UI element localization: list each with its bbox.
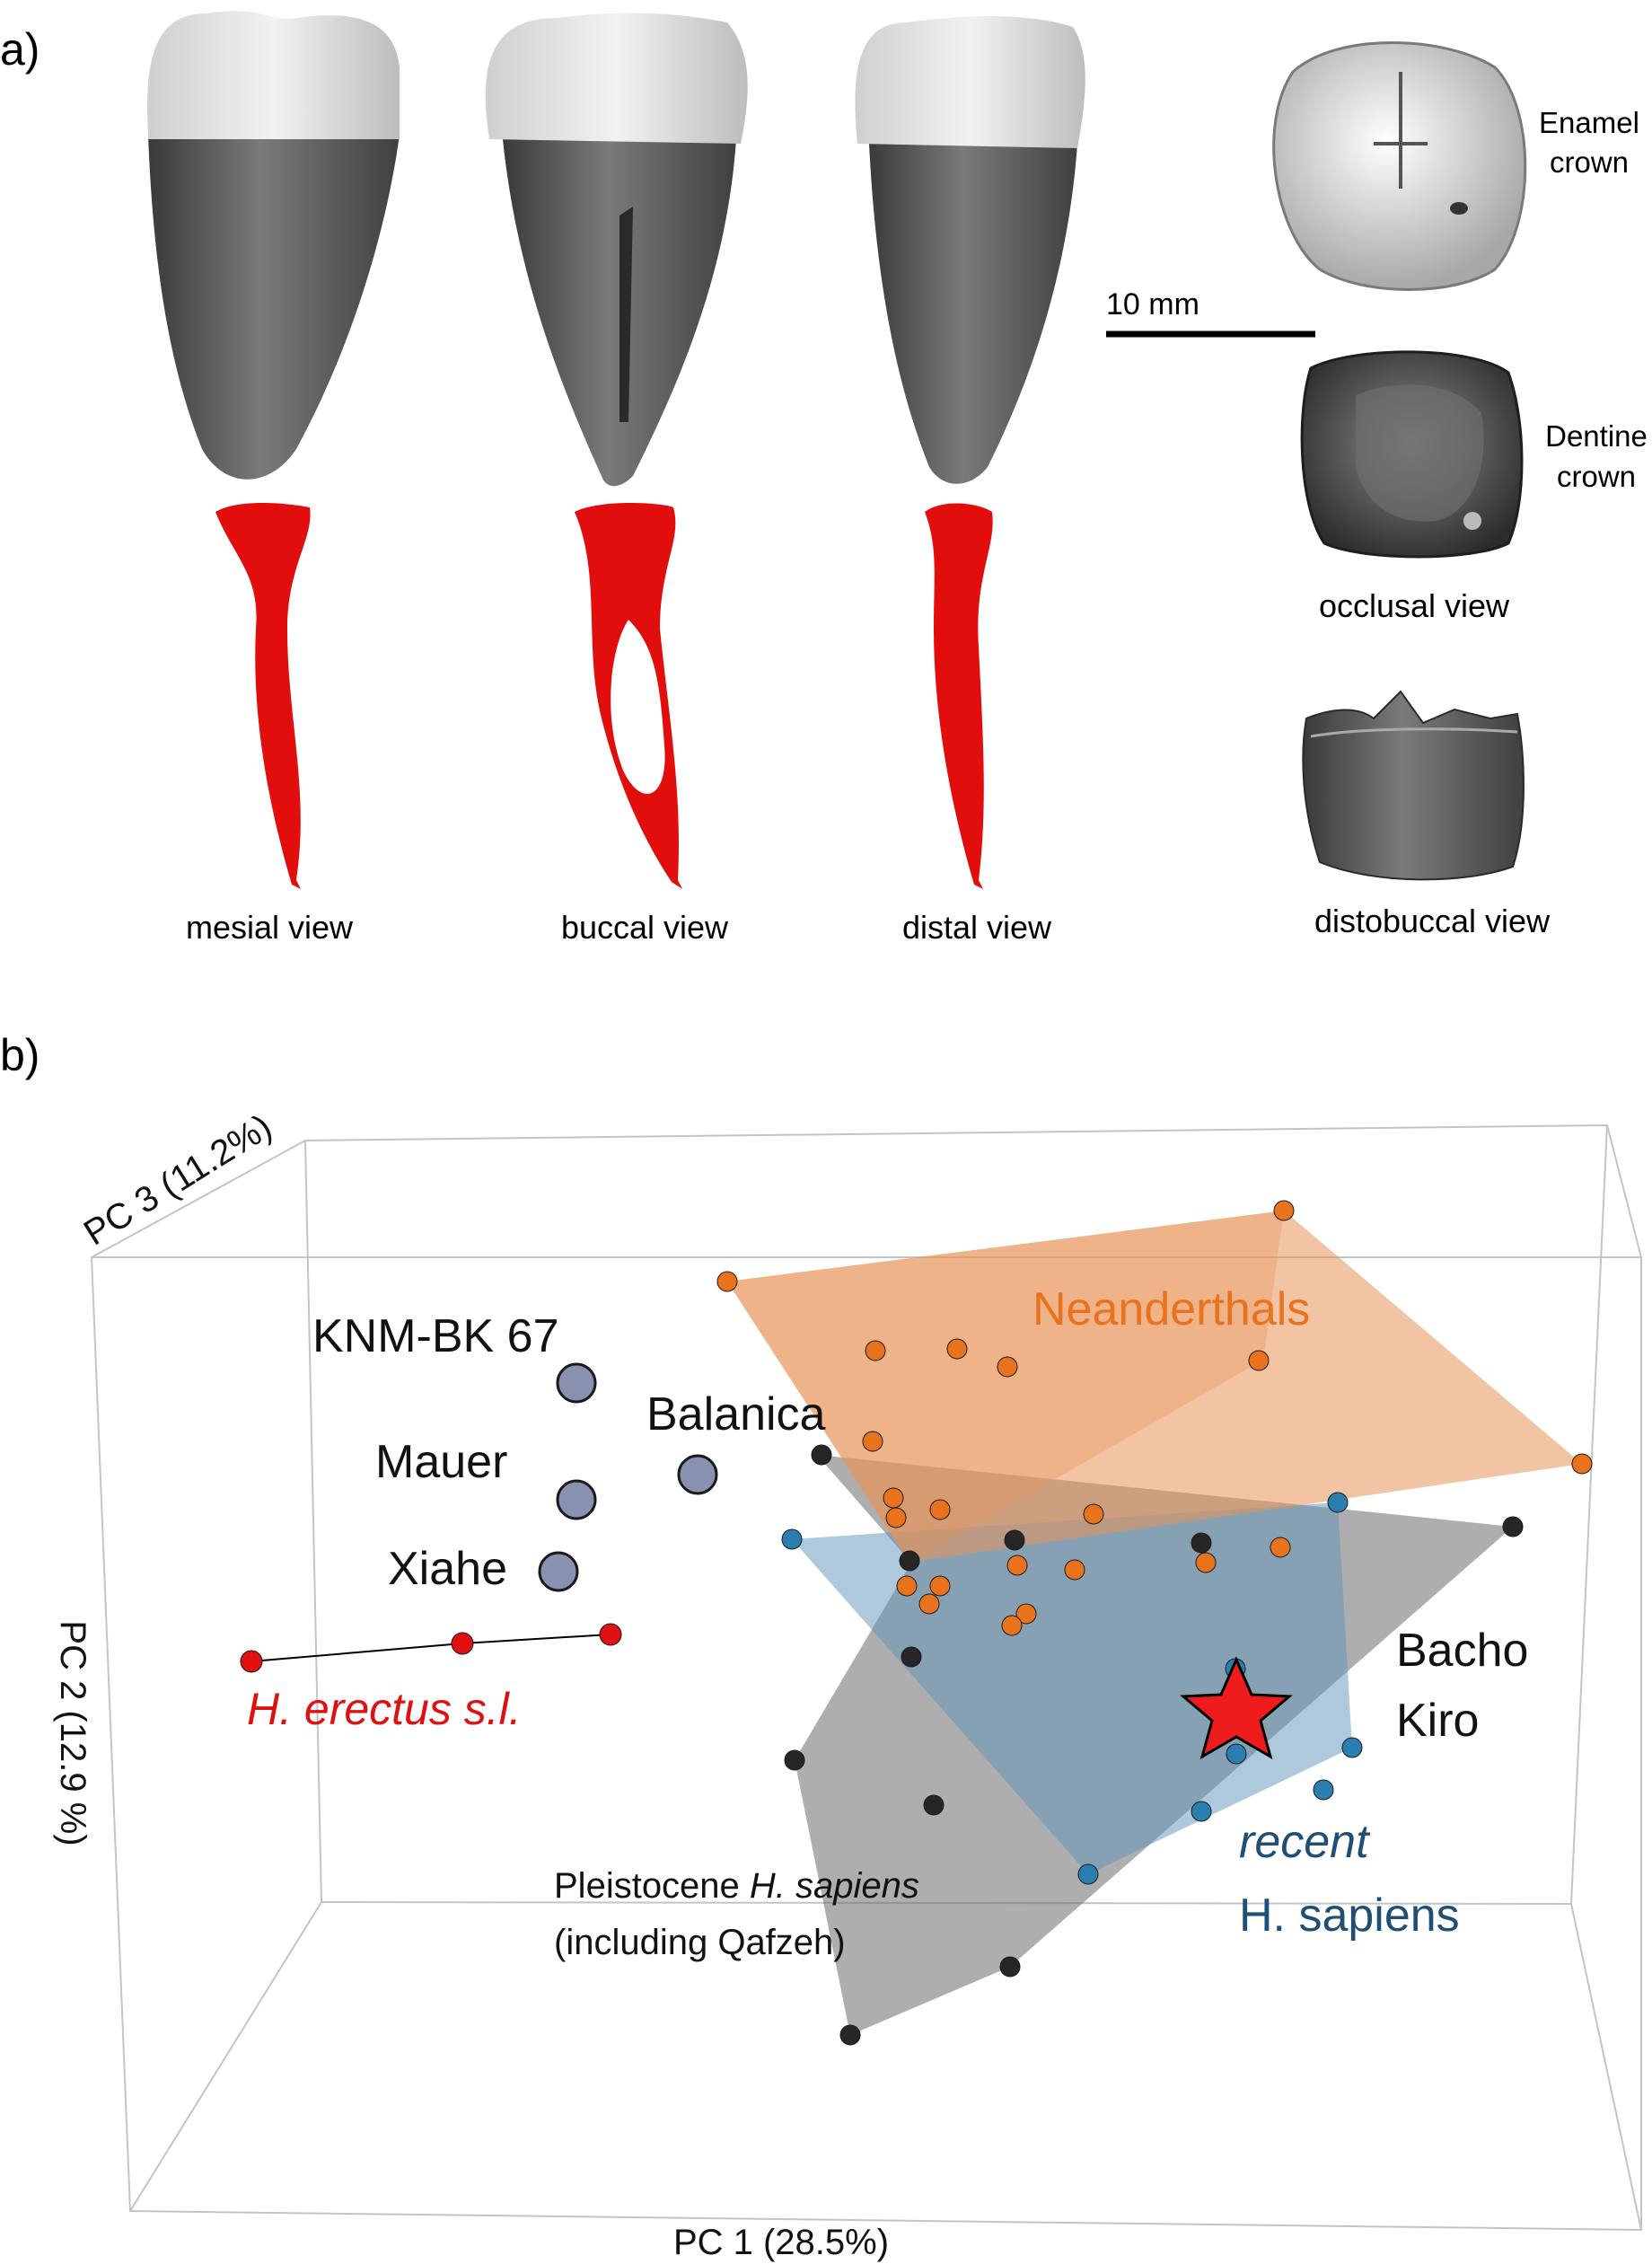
neanderthal-point-11 [885, 1507, 907, 1528]
recent-point-1 [781, 1528, 803, 1550]
neanderthal-point-16 [1270, 1537, 1291, 1558]
view-label-buccal: buccal view [561, 909, 729, 946]
occlusal-enamel-crown [1272, 41, 1527, 291]
neanderthal-point-7 [1248, 1350, 1270, 1371]
neanderthal-point-1 [716, 1271, 738, 1292]
neanderthal-point-14 [1006, 1555, 1028, 1576]
pleistocene-point-5 [811, 1444, 832, 1466]
pleistocene-points [784, 1444, 1524, 2046]
pleistocene-point-2 [1502, 1516, 1524, 1537]
neanderthal-point-12 [1083, 1503, 1104, 1525]
scale-bar-label: 10 mm [1106, 287, 1199, 322]
specimen-knm-bk-67 [556, 1362, 597, 1404]
label-mauer: Mauer [375, 1436, 507, 1488]
neanderthal-point-18 [1015, 1603, 1037, 1625]
tooth-buccal [485, 13, 748, 487]
neanderthal-point-17 [929, 1575, 951, 1597]
label-h-erectus: H. erectus s.l. [247, 1684, 522, 1734]
recent-point-5 [1341, 1737, 1363, 1758]
neanderthal-point-5 [946, 1338, 968, 1360]
label-pleistocene-line2: (including Qafzeh) [554, 1923, 846, 1962]
axis-label-pc3: PC 3 (11.2%) [77, 1106, 278, 1253]
panel-b-label: b) [0, 1030, 40, 1080]
axis-label-pc1: PC 1 (28.5%) [673, 2223, 889, 2262]
pleistocene-point-1 [1004, 1529, 1025, 1551]
pleistocene-point-8 [999, 1956, 1021, 1978]
neanderthal-point-20 [918, 1593, 940, 1615]
erectus-point-2 [451, 1632, 474, 1655]
neanderthal-point-4 [865, 1340, 886, 1361]
view-label-mesial: mesial view [186, 909, 354, 946]
dentine-label-line2: crown [1557, 460, 1636, 493]
label-pleistocene-line1: Pleistocene H. sapiens [554, 1866, 919, 1906]
distobuccal-crown [1302, 690, 1525, 881]
pleistocene-point-9 [839, 2024, 861, 2046]
label-neanderthals: Neanderthals [1032, 1283, 1310, 1335]
neanderthal-point-9 [883, 1487, 904, 1509]
pleistocene-point-3 [899, 1550, 920, 1572]
view-label-distal: distal view [902, 909, 1052, 946]
recent-point-2 [1327, 1492, 1349, 1513]
erectus-points [240, 1623, 622, 1673]
specimen-xiahe [538, 1551, 579, 1592]
tooth-distal [855, 16, 1085, 484]
neanderthal-point-13 [1064, 1559, 1085, 1581]
pulp-mesial [215, 503, 311, 889]
pulp-buccal [575, 503, 682, 889]
dentine-crown [1300, 350, 1524, 559]
specimen-balanica [677, 1454, 718, 1495]
tooth-mesial [147, 11, 400, 480]
enamel-label-line2: crown [1550, 145, 1629, 179]
specimen-mauer [556, 1479, 597, 1520]
occlusal-view-label: occlusal view [1319, 587, 1510, 624]
label-xiahe: Xiahe [388, 1543, 507, 1595]
recent-point-8 [1077, 1863, 1099, 1885]
neanderthal-point-19 [1001, 1615, 1023, 1636]
neanderthal-point-21 [896, 1575, 918, 1597]
neanderthal-point-10 [929, 1499, 951, 1520]
recent-points [781, 1492, 1363, 1885]
tooth-distal-enamel [855, 16, 1085, 149]
pleistocene-italic: H. sapiens [750, 1866, 919, 1906]
neanderthal-point-3 [1571, 1453, 1593, 1475]
recent-point-7 [1191, 1801, 1212, 1822]
recent-point-6 [1313, 1779, 1334, 1801]
tooth-mesial-enamel [147, 11, 400, 139]
erectus-point-1 [240, 1650, 263, 1673]
neanderthal-point-15 [1195, 1552, 1217, 1573]
panel-a-label: a) [0, 24, 40, 75]
neanderthal-points [716, 1200, 1593, 1636]
hull-neanderthals [727, 1211, 1582, 1563]
pleistocene-point-6 [784, 1749, 805, 1771]
tooth-buccal-enamel [485, 13, 748, 145]
neanderthal-point-8 [862, 1431, 883, 1452]
label-balanica: Balanica [646, 1388, 826, 1440]
pleistocene-point-10 [901, 1646, 922, 1668]
neanderthal-point-2 [1273, 1200, 1295, 1221]
recent-point-4 [1226, 1743, 1247, 1765]
label-bacho-kiro-line1: Bacho [1396, 1625, 1528, 1677]
label-knm-bk-67: KNM-BK 67 [312, 1310, 559, 1362]
erectus-connector [250, 1634, 611, 1662]
pulp-distal [925, 503, 993, 889]
bacho-kiro-star [1180, 1656, 1293, 1760]
pleistocene-prefix: Pleistocene [554, 1866, 750, 1906]
neanderthal-point-6 [997, 1356, 1018, 1378]
enamel-label-line1: Enamel [1539, 106, 1639, 139]
pleistocene-point-4 [1191, 1532, 1212, 1554]
erectus-point-3 [599, 1623, 622, 1646]
tooth-distal-root [869, 144, 1077, 484]
pleistocene-point-7 [923, 1794, 945, 1816]
label-recent-line2: H. sapiens [1239, 1890, 1460, 1942]
label-bacho-kiro-line2: Kiro [1396, 1695, 1479, 1747]
label-recent-line1: recent [1239, 1816, 1371, 1868]
axis-label-pc2: PC 2 (12.9 %) [53, 1620, 92, 1846]
dentine-label-line1: Dentine [1545, 419, 1648, 453]
distobuccal-view-label: distobuccal view [1314, 903, 1551, 939]
tooth-mesial-root [148, 135, 400, 480]
